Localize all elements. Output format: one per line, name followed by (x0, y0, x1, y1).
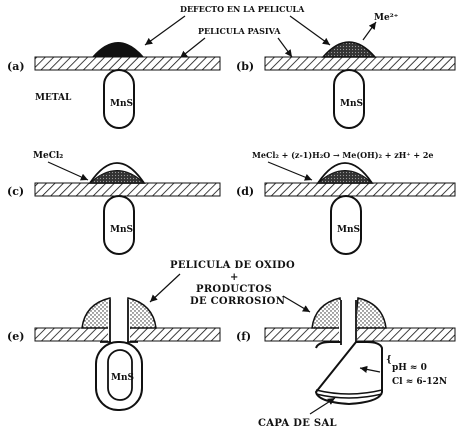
passive-film (265, 328, 455, 341)
pit-channel (108, 300, 130, 342)
panel-d-label: (d) (236, 185, 254, 198)
arrow-oxido-f (283, 296, 310, 312)
panel-f: (f) { pH ≈ 0 Cl ≈ 6-12N CAPA DE SAL (236, 298, 455, 429)
salt-layer-arrow (310, 398, 335, 414)
oxide-mound-right (355, 298, 386, 328)
metal-label: METAL (35, 93, 72, 103)
label-pelicula-pasiva: PELICULA PASIVA (198, 26, 281, 36)
brace: { (386, 355, 392, 365)
panel-c: (c) MeCl₂ MnS (7, 151, 220, 254)
arrow-defecto-a (145, 16, 185, 45)
reaction-label: MeCl₂ + (z-1)H₂O → Me(OH)₂ + zH⁺ + 2e (252, 150, 434, 160)
mns-label: MnS (110, 99, 133, 109)
passive-film (35, 183, 220, 196)
label-oxido-plus: + (230, 272, 239, 283)
label-oxido-3: DE CORROSION (190, 296, 285, 307)
label-oxido-2: PRODUCTOS (196, 284, 272, 295)
arrow-pasiva-b (278, 38, 292, 57)
panel-e-label: (e) (7, 330, 24, 343)
arrow-oxido-e (150, 274, 180, 302)
mns-label: MnS (110, 225, 133, 235)
panel-f-label: (f) (236, 330, 251, 343)
mns-label: MnS (337, 225, 360, 235)
panel-c-label: (c) (7, 185, 24, 198)
panel-a: (a) MnS METAL (7, 42, 220, 128)
film-defect (323, 42, 375, 57)
passive-film (265, 57, 455, 70)
ph-label: pH ≈ 0 (392, 363, 427, 373)
panel-d: (d) MeCl₂ + (z-1)H₂O → Me(OH)₂ + zH⁺ + 2… (236, 150, 455, 254)
arrow-pasiva-a (180, 38, 205, 58)
passive-film (265, 183, 455, 196)
oxide-mound-left (312, 298, 343, 328)
passive-film (35, 57, 220, 70)
arrow-defecto-b (290, 16, 330, 45)
label-oxido-1: PELICULA DE OXIDO (170, 260, 295, 271)
panel-b-label: (b) (236, 60, 254, 73)
film-defect (92, 42, 144, 57)
mecl2-arrow (48, 162, 88, 180)
panel-e: (e) MnS (7, 298, 220, 410)
reaction-arrow (268, 162, 312, 180)
mecl2-label: MeCl₂ (33, 151, 63, 161)
panel-a-label: (a) (7, 60, 25, 73)
label-defecto: DEFECTO EN LA PELICULA (180, 4, 305, 14)
cl-label: Cl ≈ 6-12N (392, 377, 447, 387)
dissolution-arrow (363, 22, 376, 40)
me-ion-label: Me²⁺ (374, 13, 399, 23)
mns-label: MnS (111, 373, 134, 383)
mns-label: MnS (340, 99, 363, 109)
capa-sal-label: CAPA DE SAL (258, 418, 337, 429)
